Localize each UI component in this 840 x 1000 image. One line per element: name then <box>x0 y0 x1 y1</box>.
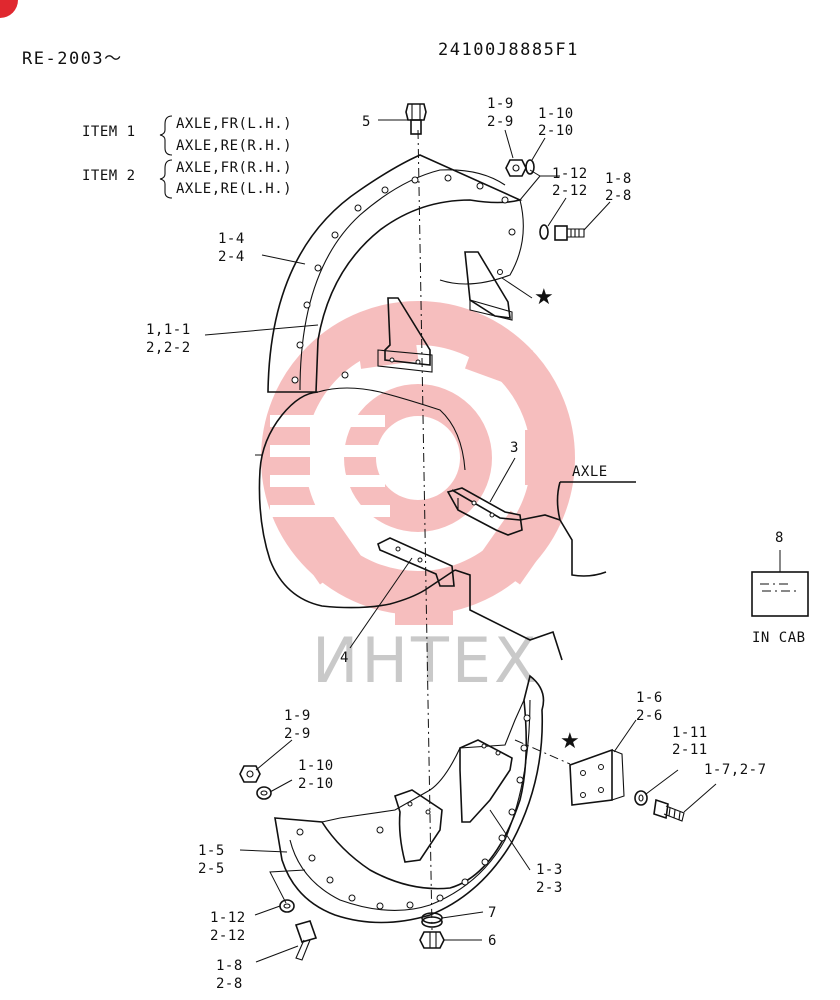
lower-washer-1-10 <box>256 786 272 800</box>
upper-bolt-1-8 <box>554 225 585 241</box>
in-cab-label: IN CAB <box>752 630 806 646</box>
callout-1-6: 1-6 <box>636 690 663 706</box>
plate-1-6 <box>569 748 625 806</box>
callout-2-5: 2-5 <box>198 861 225 877</box>
watermark-logo <box>261 301 575 625</box>
callout-2-4: 2-4 <box>218 249 245 265</box>
tire <box>255 387 563 661</box>
upper-fender-rivets <box>291 174 516 384</box>
star-upper: ★ <box>534 285 554 310</box>
callout-1-10-top: 1-10 <box>538 106 574 122</box>
callout-2-8-top: 2-8 <box>605 188 632 204</box>
item2-brace <box>159 159 173 199</box>
upper-bracket-left <box>384 297 431 366</box>
lower-fender <box>274 674 545 924</box>
callout-2-6: 2-6 <box>636 708 663 724</box>
leader-lines <box>204 119 717 963</box>
callout-2-10-top: 2-10 <box>538 123 574 139</box>
bracket-4 <box>377 537 455 587</box>
watermark-text: ИНТЕХ <box>312 624 540 697</box>
callout-1-9-top: 1-9 <box>487 96 514 112</box>
card-8 <box>751 550 809 617</box>
lower-bracket-left <box>394 789 443 863</box>
part-number: 24100J8885F1 <box>438 40 579 60</box>
callout-4: 4 <box>340 650 349 666</box>
bolt-5 <box>405 103 427 135</box>
upper-nut-1-9 <box>505 159 527 177</box>
axle-label: AXLE <box>572 464 608 480</box>
callout-1-8-bottom: 1-8 <box>216 958 243 974</box>
callout-1-1-1: 1,1-1 <box>146 322 191 338</box>
upper-washer-1-12 <box>539 224 549 240</box>
callout-8: 8 <box>775 530 784 546</box>
lower-bolt-1-8 <box>294 920 318 961</box>
item2-line2: AXLE,RE(L.H.) <box>176 181 292 197</box>
callout-labels: 5 1-9 2-9 1-10 2-10 1-12 2-12 1-8 2-8 1-… <box>146 96 806 992</box>
callout-2-11: 2-11 <box>672 742 708 758</box>
callout-7: 7 <box>488 905 497 921</box>
callout-1-7-2-7: 1-7,2-7 <box>704 762 767 778</box>
upper-fender <box>267 154 524 393</box>
corner-badge <box>0 0 18 18</box>
callout-2-9-top: 2-9 <box>487 114 514 130</box>
callout-1-4: 1-4 <box>218 231 245 247</box>
callout-2-12-bottom: 2-12 <box>210 928 246 944</box>
item2-line1: AXLE,FR(R.H.) <box>176 160 292 176</box>
callout-1-12-top: 1-12 <box>552 166 588 182</box>
bracket-3 <box>446 487 523 536</box>
callout-1-5: 1-5 <box>198 843 225 859</box>
callout-2-2-2: 2,2-2 <box>146 340 191 356</box>
star-lower: ★ <box>560 729 580 754</box>
callout-2-12-top: 2-12 <box>552 183 588 199</box>
upper-washer-1-10 <box>525 159 535 175</box>
callout-1-10-bottom: 1-10 <box>298 758 334 774</box>
item2-label: ITEM 2 <box>82 168 136 184</box>
callout-2-9-bottom: 2-9 <box>284 726 311 742</box>
callout-3: 3 <box>510 440 519 456</box>
callout-1-9-bottom: 1-9 <box>284 708 311 724</box>
model-code: RE-2003～ <box>22 49 123 69</box>
bolt-1-7 <box>653 798 685 822</box>
callout-2-10-bottom: 2-10 <box>298 776 334 792</box>
washer-1-11 <box>634 790 648 806</box>
callout-6: 6 <box>488 933 497 949</box>
upper-bracket-right <box>464 251 511 319</box>
callout-2-8-bottom: 2-8 <box>216 976 243 992</box>
items-legend: ITEM 1 AXLE,FR(L.H.) AXLE,RE(R.H.) ITEM … <box>82 115 292 199</box>
callout-1-12-bottom: 1-12 <box>210 910 246 926</box>
item1-brace <box>159 115 173 156</box>
callout-1-8-top: 1-8 <box>605 171 632 187</box>
lower-washer-1-12 <box>279 899 295 913</box>
lower-fender-rivets <box>296 714 531 910</box>
callout-5: 5 <box>362 114 371 130</box>
nut-6 <box>419 931 445 949</box>
lower-nut-1-9 <box>239 765 261 783</box>
callout-1-3: 1-3 <box>536 862 563 878</box>
item1-line1: AXLE,FR(L.H.) <box>176 116 292 132</box>
lower-bracket-right <box>459 739 513 823</box>
item1-label: ITEM 1 <box>82 124 136 140</box>
bolt-centerline <box>417 129 433 931</box>
item1-line2: AXLE,RE(R.H.) <box>176 138 292 154</box>
callout-1-11: 1-11 <box>672 725 708 741</box>
callout-2-3: 2-3 <box>536 880 563 896</box>
